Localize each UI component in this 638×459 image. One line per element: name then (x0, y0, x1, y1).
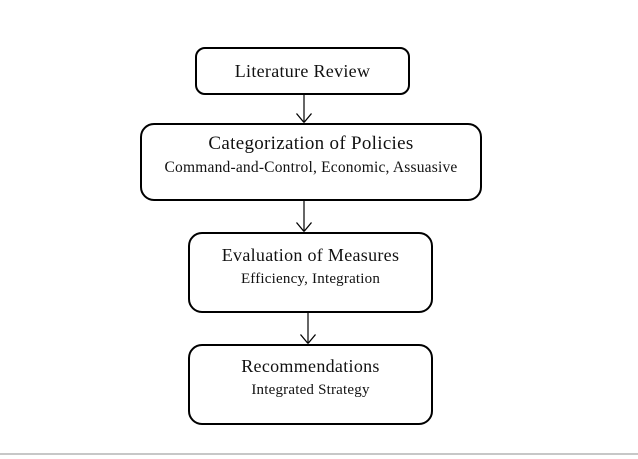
node-subtitle: Efficiency, Integration (240, 270, 381, 287)
node-title: Categorization of Policies (208, 133, 414, 154)
flow-node-recommendations: Recommendations Integrated Strategy (188, 344, 433, 425)
flow-node-categorization-of-policies: Categorization of Policies Command-and-C… (140, 123, 482, 201)
down-arrow-icon (300, 313, 316, 344)
node-title: Evaluation of Measures (221, 245, 400, 265)
flow-node-evaluation-of-measures: Evaluation of Measures Efficiency, Integ… (188, 232, 433, 313)
node-subtitle: Command-and-Control, Economic, Assuasive (164, 158, 458, 176)
down-arrow-icon (296, 201, 312, 232)
flow-node-literature-review: Literature Review (195, 47, 410, 95)
node-title: Recommendations (241, 356, 380, 376)
bottom-divider-line (0, 453, 638, 455)
node-subtitle: Integrated Strategy (251, 381, 370, 398)
down-arrow-icon (296, 95, 312, 123)
node-title: Literature Review (234, 60, 371, 81)
